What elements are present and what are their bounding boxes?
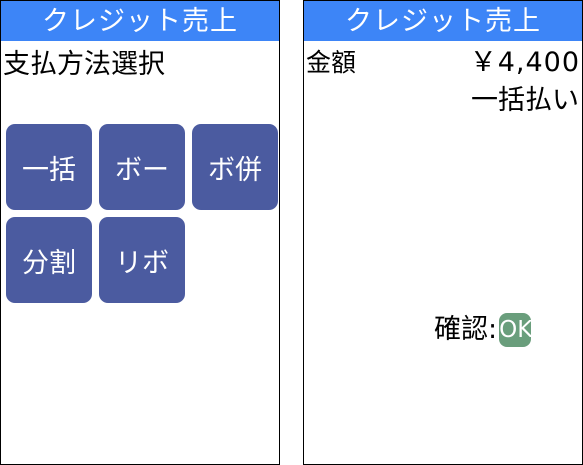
amount-label: 金額	[306, 48, 357, 77]
title-bar: クレジット売上	[1, 1, 279, 41]
confirm-label: 確認:	[434, 314, 498, 345]
confirm-row: 確認: OK	[434, 313, 532, 347]
ok-button[interactable]: OK	[499, 313, 532, 347]
amount-value: ￥4,400	[469, 47, 580, 78]
bonus-button[interactable]: ボー	[99, 124, 185, 210]
payment-method-screen: クレジット売上 支払方法選択 一括 ボー ボ併 分割 リボ	[0, 0, 280, 465]
payment-method-heading: 支払方法選択	[3, 49, 165, 80]
revolving-button[interactable]: リボ	[99, 217, 185, 303]
lump-sum-button[interactable]: 一括	[6, 124, 92, 210]
confirmation-screen: クレジット売上 金額 ￥4,400 一括払い 確認: OK	[303, 0, 583, 465]
title-bar: クレジット売上	[304, 1, 582, 41]
payment-method-value: 一括払い	[471, 85, 579, 116]
installment-button[interactable]: 分割	[6, 217, 92, 303]
bonus-combined-button[interactable]: ボ併	[192, 124, 278, 210]
